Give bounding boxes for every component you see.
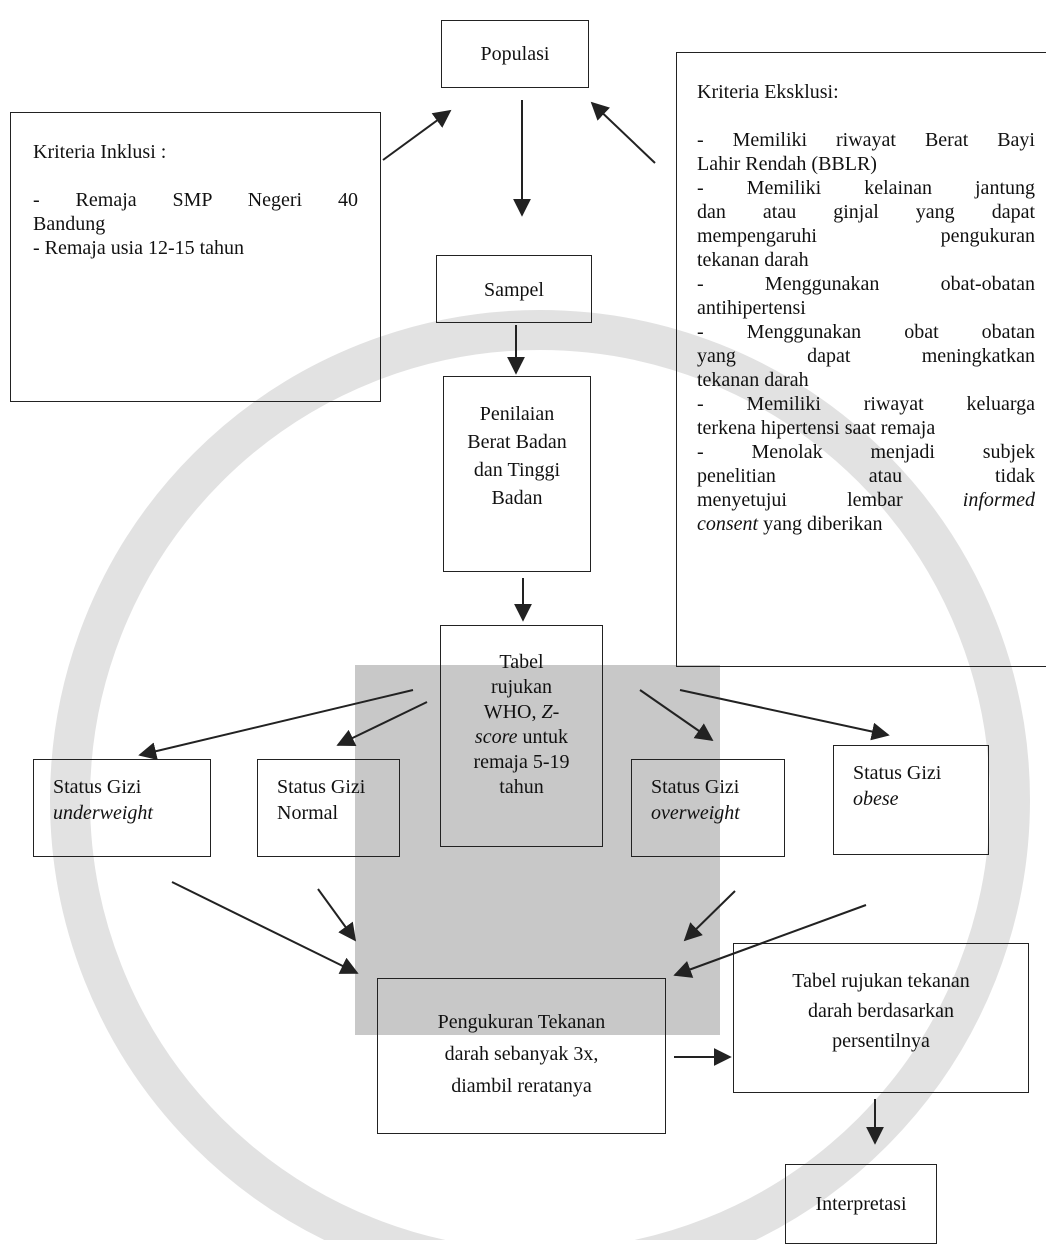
interpretasi-label: Interpretasi xyxy=(815,1193,907,1215)
arrow-overweight-pengukuran xyxy=(683,890,736,942)
penilaian-line: Berat Badan xyxy=(467,431,567,453)
eksklusi-line: dan atau ginjal yang dapat xyxy=(697,201,1035,223)
inklusi-item-1-cont: Bandung xyxy=(33,213,106,235)
eksklusi-line-text: menyetujui lembar informed xyxy=(697,489,1035,511)
tabel-who-label: Tabel rujukan WHO, Z- score untuk remaja… xyxy=(440,650,603,800)
tabel-who-box xyxy=(440,625,603,847)
penilaian-line: Penilaian xyxy=(479,403,555,425)
populasi-label: Populasi xyxy=(480,43,550,65)
eksklusi-line: - Menggunakan obat-obatan xyxy=(697,273,1035,295)
tabel-tekanan-line: Tabel rujukan tekanan xyxy=(792,970,970,992)
eksklusi-line-text: consent yang diberikan xyxy=(697,513,883,535)
arrow-to-overweight xyxy=(639,689,714,742)
populasi-box xyxy=(441,20,589,88)
penilaian-label: Penilaian Berat Badan dan Tinggi Badan xyxy=(443,400,591,512)
arrow-to-underweight xyxy=(138,689,414,761)
eksklusi-list: - Memiliki riwayat Berat Bayi Lahir Rend… xyxy=(697,128,1035,536)
eksklusi-line: tekanan darah xyxy=(697,369,809,391)
arrow-eksklusi-populasi xyxy=(590,101,656,164)
status-line: obese xyxy=(853,788,899,810)
arrow-to-normal xyxy=(336,701,428,747)
status-line: Normal xyxy=(277,802,339,824)
sampel-label: Sampel xyxy=(484,279,544,301)
status-line: Status Gizi xyxy=(651,776,740,798)
status-normal-box xyxy=(257,759,400,857)
status-line: Status Gizi xyxy=(277,776,366,798)
tabel-who-line: score untuk xyxy=(474,726,569,748)
arrow-obese-pengukuran xyxy=(673,904,867,978)
eksklusi-line: antihipertensi xyxy=(697,297,806,319)
status-overweight-label: Status Gizi overweight xyxy=(651,774,740,826)
tabel-who-line: rujukan xyxy=(490,676,553,698)
pengukuran-line: diambil reratanya xyxy=(451,1075,592,1097)
arrow-normal-pengukuran xyxy=(317,888,357,942)
sampel-box xyxy=(436,255,592,323)
status-line: Status Gizi xyxy=(53,776,142,798)
eksklusi-line: Lahir Rendah (BBLR) xyxy=(697,153,877,175)
arrow-to-obese xyxy=(679,689,890,741)
pengukuran-label: Pengukuran Tekanan darah sebanyak 3x, di… xyxy=(377,1006,666,1102)
pengukuran-line: Pengukuran Tekanan xyxy=(437,1011,606,1033)
tabel-tekanan-label: Tabel rujukan tekanan darah berdasarkan … xyxy=(733,966,1029,1056)
eksklusi-line-informed: menyetujui lembar informed xyxy=(697,488,1035,512)
status-line: Status Gizi xyxy=(853,762,942,784)
tabel-tekanan-line: darah berdasarkan xyxy=(807,1000,955,1022)
eksklusi-line: terkena hipertensi saat remaja xyxy=(697,417,936,439)
inklusi-item-1: - Remaja SMP Negeri 40 xyxy=(33,189,358,211)
kriteria-inklusi-box xyxy=(10,112,381,402)
pengukuran-box xyxy=(377,978,666,1134)
eksklusi-line: penelitian atau tidak xyxy=(697,465,1035,487)
kriteria-inklusi-title: Kriteria Inklusi : xyxy=(33,141,167,163)
eksklusi-line: - Memiliki kelainan jantung xyxy=(697,177,1035,199)
penilaian-line: dan Tinggi xyxy=(473,459,561,481)
status-obese-label: Status Gizi obese xyxy=(853,760,941,812)
arrow-underweight-pengukuran xyxy=(171,881,359,974)
tabel-who-line: Tabel xyxy=(499,651,544,673)
status-line: overweight xyxy=(651,802,740,824)
status-overweight-box xyxy=(631,759,785,857)
penilaian-line: Badan xyxy=(491,487,543,509)
eksklusi-line-consent: consent yang diberikan xyxy=(697,512,1035,536)
tabel-who-line: tahun xyxy=(499,776,544,798)
status-normal-label: Status Gizi Normal xyxy=(277,774,365,826)
pengukuran-line: darah sebanyak 3x, xyxy=(444,1043,599,1065)
eksklusi-line: tekanan darah xyxy=(697,249,809,271)
tabel-tekanan-box xyxy=(733,943,1029,1093)
kriteria-eksklusi-box xyxy=(676,52,1046,667)
eksklusi-line: - Memiliki riwayat Berat Bayi xyxy=(697,129,1035,151)
status-obese-box xyxy=(833,745,989,855)
eksklusi-line: yang dapat meningkatkan xyxy=(697,345,1035,367)
tabel-who-line: WHO, Z- xyxy=(483,701,560,723)
penilaian-box xyxy=(443,376,591,572)
tabel-tekanan-line: persentilnya xyxy=(832,1030,930,1052)
eksklusi-line: mempengaruhi pengukuran xyxy=(697,225,1035,247)
status-underweight-label: Status Gizi underweight xyxy=(53,774,153,826)
status-underweight-box xyxy=(33,759,211,857)
arrow-inklusi-populasi xyxy=(382,109,452,161)
tabel-who-line: remaja 5-19 xyxy=(473,751,570,773)
status-line: underweight xyxy=(53,802,153,824)
inklusi-item-2: - Remaja usia 12-15 tahun xyxy=(33,237,245,259)
eksklusi-line: - Menggunakan obat obatan xyxy=(697,321,1035,343)
eksklusi-line: - Memiliki riwayat keluarga xyxy=(697,393,1035,415)
eksklusi-line: - Menolak menjadi subjek xyxy=(697,441,1035,463)
kriteria-eksklusi-title: Kriteria Eksklusi: xyxy=(697,81,839,103)
